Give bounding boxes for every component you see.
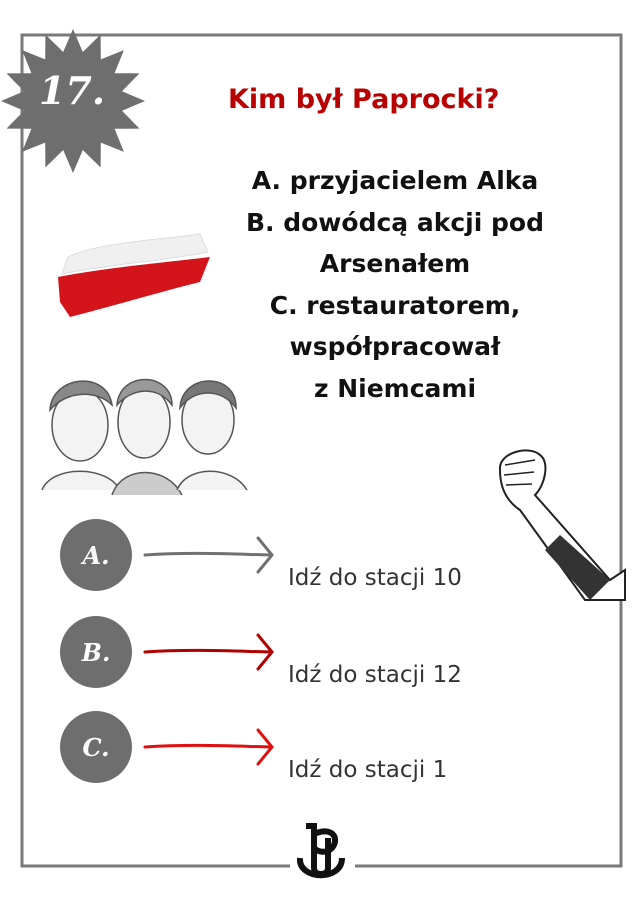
option-badge-c[interactable]: C. [60,711,132,783]
question-title: Kim był Paprocki? [228,84,500,115]
kotwica-anchor-icon [297,823,345,879]
answer-list: A. przyjacielem Alka B. dowódcą akcji po… [210,160,580,409]
answer-line: współpracował [289,332,501,361]
answer-line: A. przyjacielem Alka [251,166,539,195]
answer-line: C. restauratorem, [269,290,521,320]
answer-line: Arsenałem [319,249,471,278]
portraits-illustration-icon [41,378,248,496]
option-target-text: Idź do stacji 10 [288,565,462,591]
station-number: 17. [38,68,106,113]
raised-fist-illustration-icon [498,449,626,601]
option-target-text: Idź do stacji 12 [288,662,462,688]
answer-line: B. dowódcą akcji pod [245,207,544,237]
answer-line: z Niemcami [313,373,477,403]
option-target-text: Idź do stacji 1 [288,757,448,783]
starburst-badge-icon [1,29,145,173]
option-badge-a[interactable]: A. [60,519,132,591]
polish-flag-icon [58,233,210,317]
option-badge-b[interactable]: B. [60,616,132,688]
